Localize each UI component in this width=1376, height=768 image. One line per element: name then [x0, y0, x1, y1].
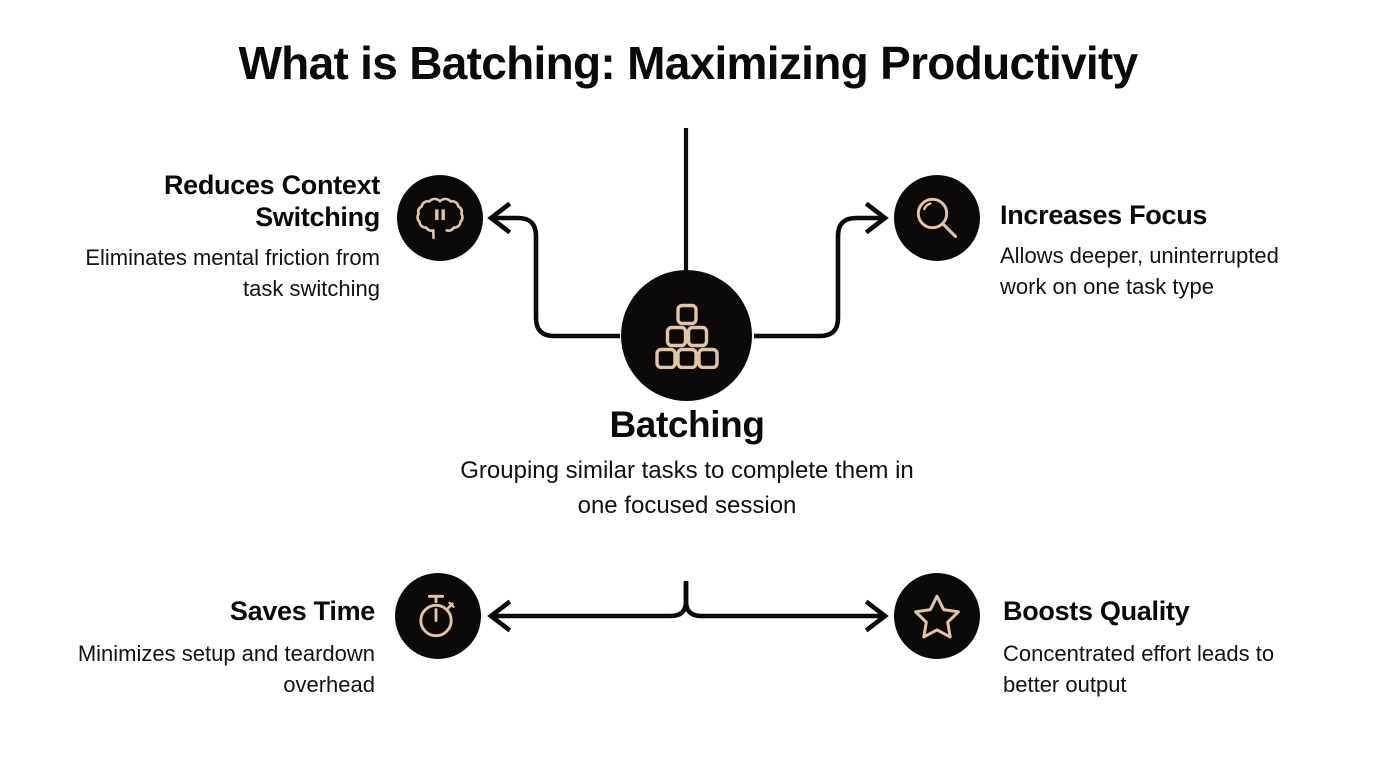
branch-block-increases-focus: Increases Focus Allows deeper, uninterru… — [1000, 200, 1330, 302]
arrowhead-reduces-context-switching — [487, 201, 512, 235]
node-circle-saves-time[interactable] — [395, 573, 481, 659]
node-circle-boosts-quality[interactable] — [894, 573, 980, 659]
center-label-block: Batching Grouping similar tasks to compl… — [448, 404, 926, 523]
connector-center-to-reduces-context-switching — [492, 215, 620, 339]
branch-description-boosts-quality: Concentrated effort leads to better outp… — [1003, 640, 1275, 698]
branch-description-reduces-context-switching: Eliminates mental friction from task swi… — [85, 244, 380, 301]
branch-description-saves-time: Minimizes setup and teardown overhead — [77, 640, 375, 698]
branch-description-increases-focus: Allows deeper, uninterrupted work on one… — [1000, 242, 1279, 300]
branch-title-saves-time: Saves Time — [229, 596, 375, 626]
arrowhead-increases-focus — [864, 201, 889, 235]
stacked-blocks-icon — [654, 303, 719, 369]
branch-block-boosts-quality: Boosts Quality Concentrated effort leads… — [1003, 596, 1333, 700]
page-title: What is Batching: Maximizing Productivit… — [238, 37, 1138, 89]
center-description: Grouping similar tasks to complete them … — [460, 457, 914, 519]
connector-bottom-stem — [670, 581, 689, 619]
connector-center-to-increases-focus — [754, 215, 884, 339]
node-circle-increases-focus[interactable] — [894, 175, 980, 261]
center-node-circle[interactable] — [621, 270, 752, 401]
center-title: Batching — [609, 404, 765, 445]
star-icon — [914, 594, 960, 639]
arrowhead-boosts-quality — [864, 599, 889, 633]
branch-title-increases-focus: Increases Focus — [1000, 200, 1208, 230]
connector-bottom-stem-right — [683, 581, 702, 619]
node-circle-reduces-context-switching[interactable] — [397, 175, 483, 261]
magnifying-glass-icon — [916, 197, 958, 239]
branch-title-boosts-quality: Boosts Quality — [1003, 596, 1190, 626]
arrowhead-saves-time — [487, 599, 512, 633]
branch-block-saves-time: Saves Time Minimizes setup and teardown … — [40, 596, 375, 700]
branch-title-reduces-context-switching: Reduces Context Switching — [163, 170, 380, 232]
brain-pause-icon — [416, 197, 464, 240]
stopwatch-icon — [419, 594, 455, 638]
branch-block-reduces-context-switching: Reduces Context Switching Eliminates men… — [40, 170, 380, 304]
